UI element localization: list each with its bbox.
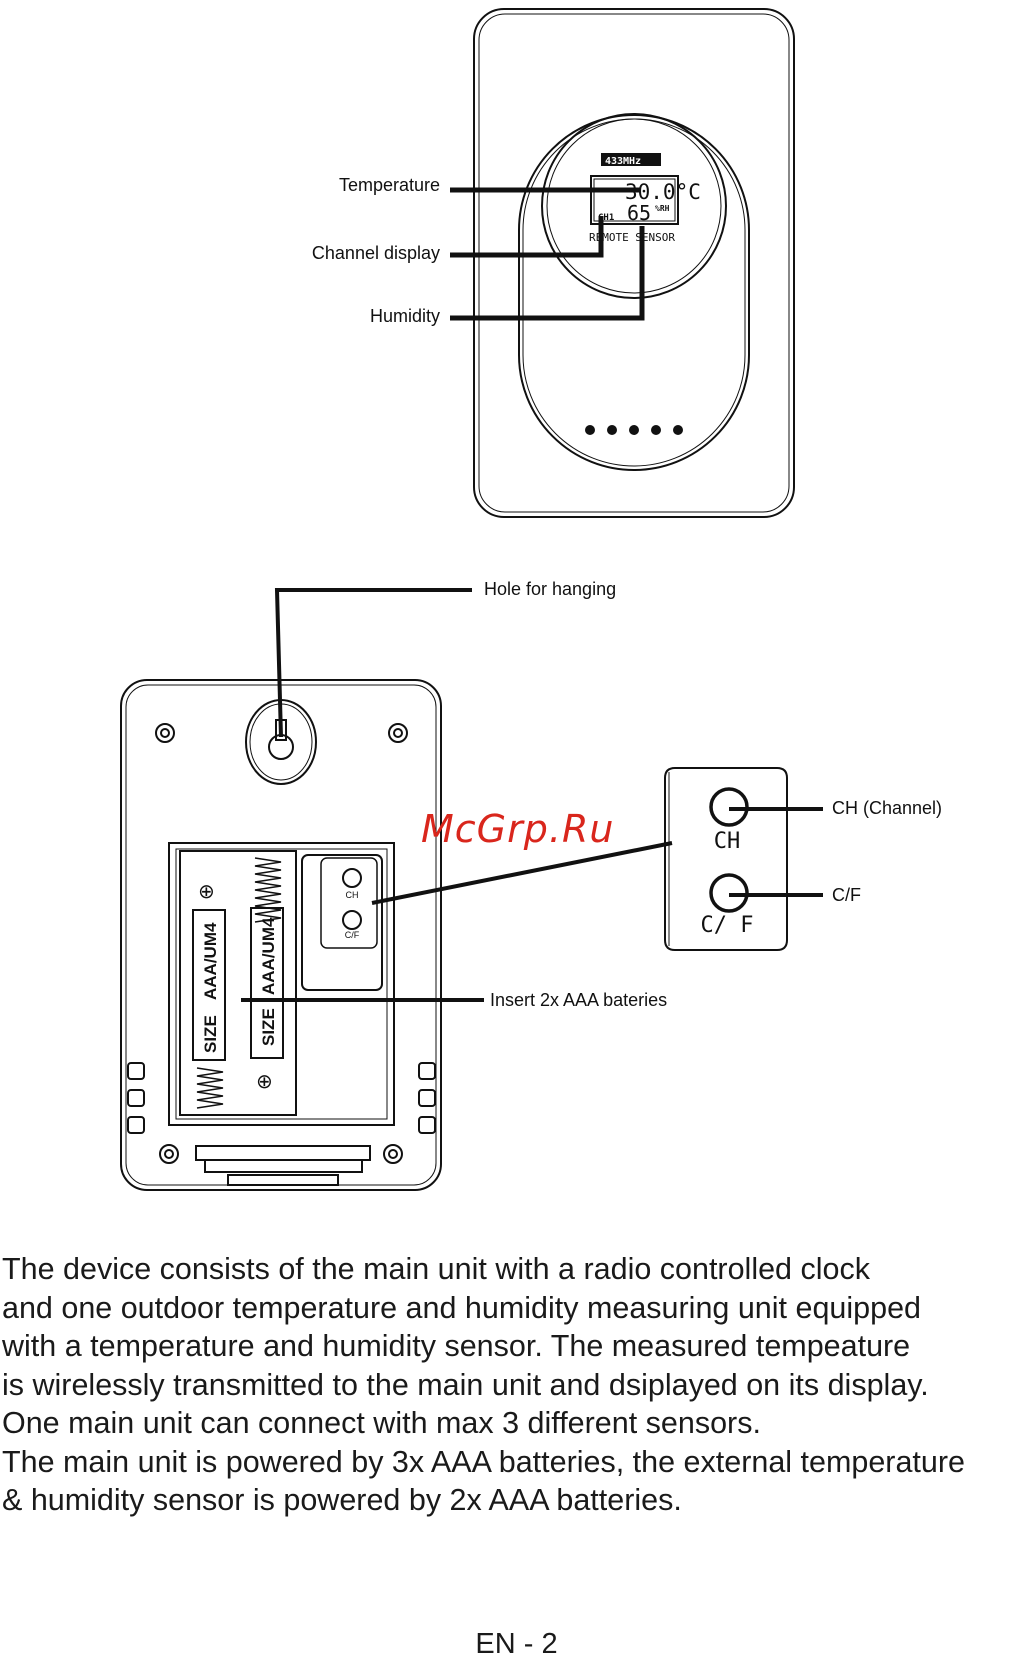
sensor-back-diagram — [120, 588, 823, 1191]
description-line: & humidity sensor is powered by 2x AAA b… — [2, 1483, 682, 1517]
hanging-hole-callout: Hole for hanging — [484, 579, 616, 599]
channel-leader-line — [450, 216, 604, 258]
description-line: and one outdoor temperature and humidity… — [2, 1290, 922, 1325]
cf-label-small: C/F — [345, 930, 360, 940]
ch-label-zoom: CH — [714, 829, 741, 854]
hanging-hole-leader-line — [274, 588, 472, 738]
cf-label-zoom: C/ F — [701, 913, 754, 938]
humidity-leader-line — [450, 226, 645, 321]
description-line: with a temperature and humidity sensor. … — [2, 1329, 911, 1363]
screw-holes — [155, 723, 408, 1164]
battery-1-type-label: AAA/UM4 — [201, 922, 220, 1000]
temperature-callout: Temperature — [339, 175, 440, 195]
switch-panel-zoom — [664, 767, 788, 951]
battery-2-size-label: SIZE — [259, 1008, 278, 1046]
description-text: The device consists of the main unit wit… — [2, 1250, 1032, 1520]
frequency-label: 433MHz — [605, 156, 641, 167]
zoom-leader-line — [371, 841, 673, 905]
ch-label-small: CH — [346, 890, 359, 900]
battery-2-type-label: AAA/UM4 — [259, 917, 278, 995]
sensor-led-dots — [585, 425, 683, 435]
battery-compartment — [168, 842, 395, 1126]
battery-cover-latch — [195, 1145, 371, 1173]
manual-figure: 433MHz 30.0°C CH1 65 %RH REMOTE SENSOR T… — [120, 8, 942, 1191]
description-line: is wirelessly transmitted to the main un… — [2, 1367, 929, 1402]
humidity-callout: Humidity — [370, 306, 440, 326]
cf-callout: C/F — [832, 885, 861, 905]
battery-1-size-label: SIZE — [201, 1015, 220, 1053]
lcd-humidity-unit: %RH — [655, 204, 670, 213]
sensor-front-diagram — [450, 8, 795, 518]
lcd-channel-reading: CH1 — [598, 213, 614, 223]
side-notches — [127, 1062, 436, 1134]
remote-sensor-label: REMOTE SENSOR — [589, 231, 675, 244]
battery-callout: Insert 2x AAA bateries — [490, 990, 667, 1010]
sensor-front-body — [473, 8, 795, 518]
watermark: McGrp.Ru — [421, 807, 614, 851]
battery-2-plus-icon: ⊕ — [256, 1071, 273, 1093]
description-line: One main unit can connect with max 3 dif… — [2, 1406, 761, 1440]
description-line: The device consists of the main unit wit… — [2, 1252, 870, 1286]
spring-top — [254, 857, 282, 923]
spring-bottom — [196, 1067, 224, 1109]
ch-callout: CH (Channel) — [832, 798, 942, 818]
battery-1-plus-icon: ⊕ — [198, 881, 215, 903]
channel-display-callout: Channel display — [312, 243, 440, 263]
lcd-temperature-reading: 30.0°C — [625, 180, 701, 204]
switch-module — [301, 854, 383, 991]
sensor-front-recess — [518, 114, 750, 471]
description-line: The main unit is powered by 3x AAA batte… — [2, 1444, 965, 1479]
lcd-humidity-reading: 65 — [627, 201, 651, 225]
lcd-display — [590, 175, 679, 225]
battery-1 — [192, 909, 226, 1061]
page-number: EN - 2 — [475, 1628, 558, 1660]
